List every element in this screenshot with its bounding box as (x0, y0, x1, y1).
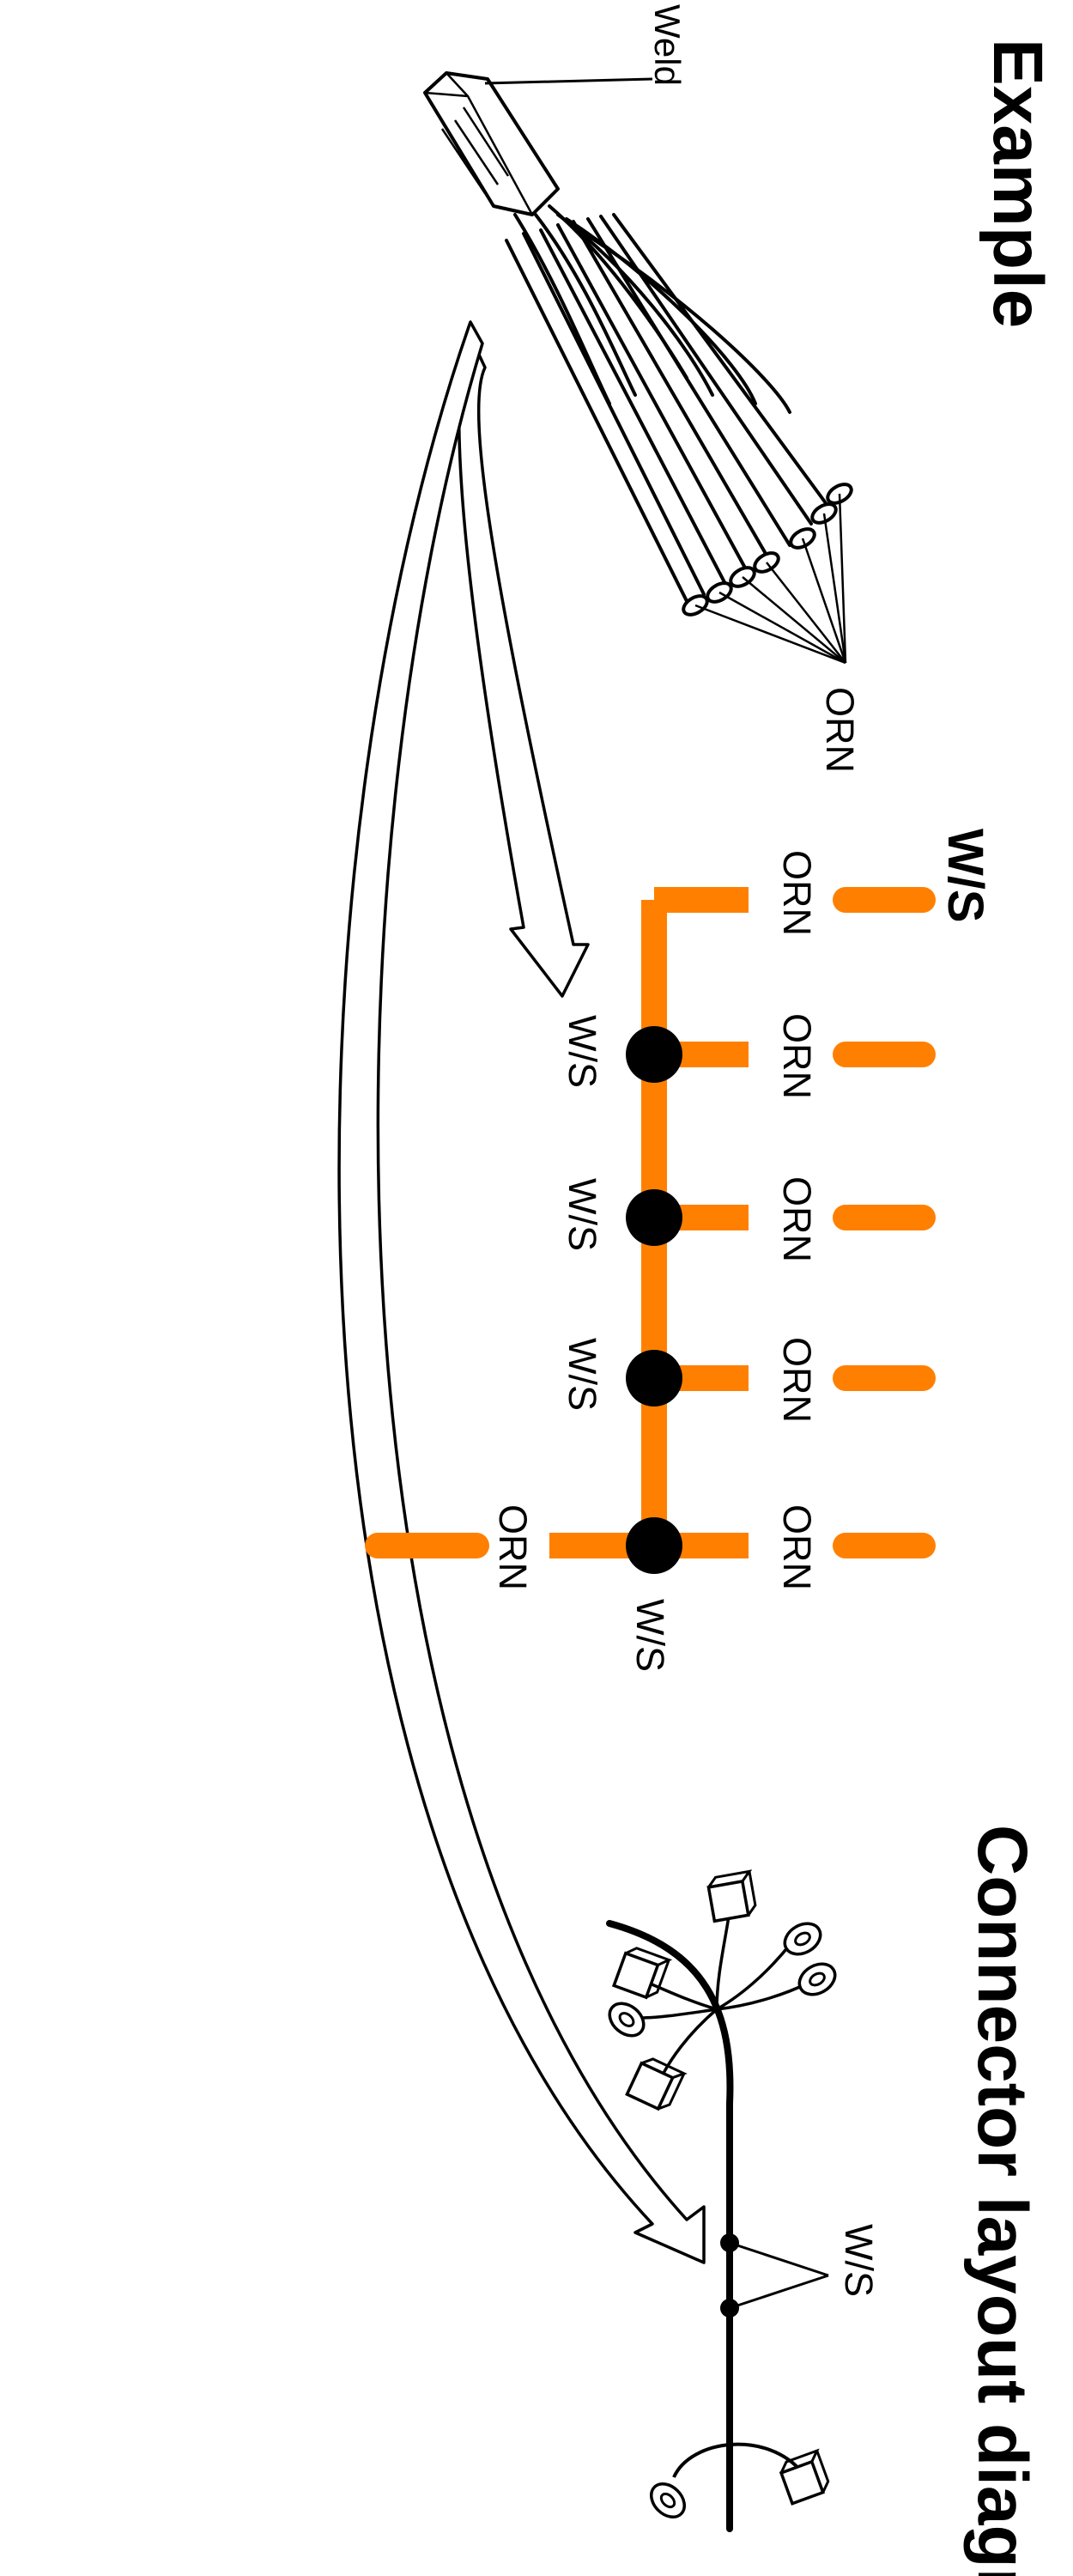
wire-color-label: ORN (775, 850, 819, 936)
ws-heading: W/S (937, 829, 993, 923)
wire-color-label: ORN (491, 1504, 535, 1590)
ring-terminal-icon (797, 1962, 837, 1996)
splice-label: W/S (628, 1599, 672, 1672)
wire-color-label: ORN (775, 1176, 819, 1262)
connector-icon (706, 1869, 757, 1923)
curved-arrow-icon (337, 320, 706, 2264)
splice-circuit (365, 887, 936, 1574)
example-title: Example (979, 39, 1057, 328)
curved-arrow-icon (457, 329, 590, 998)
splice-point (626, 1189, 682, 1246)
splice-label: W/S (561, 1178, 604, 1251)
weld-label: Weld (647, 4, 688, 86)
splice-point (626, 1350, 682, 1406)
weld-splice-bundle-icon (423, 71, 853, 665)
wire-color-label: ORN (775, 1013, 819, 1099)
connector-layout (606, 1869, 837, 2532)
splice-point (626, 1517, 682, 1574)
splice-label: W/S (561, 1015, 604, 1088)
splice-point (626, 1026, 682, 1083)
layout-ws-label: W/S (837, 2224, 881, 2297)
ring-terminal-icon (783, 1922, 822, 1956)
bundle-color-label: ORN (818, 687, 862, 773)
ring-terminal-icon (608, 2002, 646, 2038)
connector-icon (625, 2057, 688, 2111)
ring-terminal-icon (650, 2482, 686, 2518)
connector-layout-title: Connector layout diagram (963, 1825, 1041, 2576)
wire-color-label: ORN (775, 1504, 819, 1590)
wire-color-label: ORN (775, 1337, 819, 1423)
splice-label: W/S (561, 1338, 604, 1411)
connector-icon (611, 1947, 673, 2000)
connector-icon (779, 2448, 830, 2506)
